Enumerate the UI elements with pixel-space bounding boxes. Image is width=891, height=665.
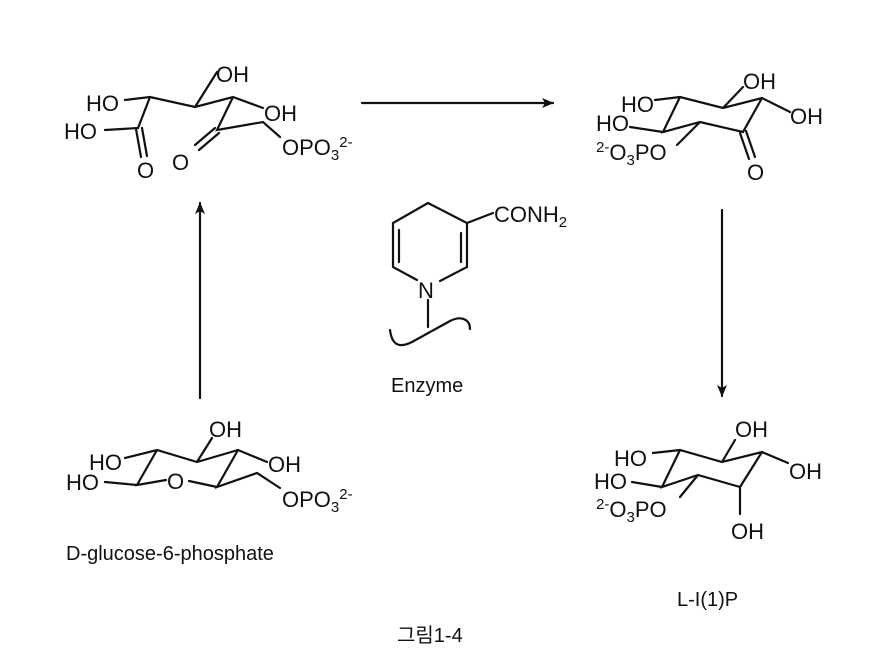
hydroxyl-label: HO	[64, 119, 97, 144]
hydroxyl-label: HO	[594, 469, 627, 494]
figure-caption: 그림1-4	[397, 624, 463, 647]
ring-oxygen-label: O	[167, 469, 184, 494]
keto-acid-structure: OH HO HO OH O O OPO32-	[64, 62, 353, 183]
oxygen-label: O	[137, 158, 154, 183]
hydroxyl-label: OH	[735, 417, 768, 442]
hydroxyl-label: OH	[264, 101, 297, 126]
compound-name: D-glucose-6-phosphate	[66, 543, 274, 565]
hydroxyl-label: OH	[731, 519, 764, 544]
hydroxyl-label: OH	[268, 452, 301, 477]
hydroxyl-label: OH	[790, 104, 823, 129]
inosose-structure: OH HO HO OH O 2-O3PO	[596, 69, 823, 185]
phosphate-label: 2-O3PO	[596, 139, 667, 169]
cofactor-structure: N CONH2 Enzyme	[388, 201, 567, 397]
hydroxyl-label: OH	[743, 69, 776, 94]
hydroxyl-label: HO	[596, 111, 629, 136]
glucose-6-phosphate-structure: OH HO HO O OH OPO32- D-glucose-6-phospha…	[66, 417, 353, 565]
phosphate-label: 2-O3PO	[596, 496, 667, 526]
nitrogen-label: N	[418, 278, 434, 303]
enzyme-label: Enzyme	[391, 375, 463, 397]
hydroxyl-label: HO	[614, 446, 647, 471]
compound-name: L-I(1)P	[677, 589, 738, 611]
oxygen-label: O	[172, 150, 189, 175]
hydroxyl-label: HO	[89, 450, 122, 475]
amide-label: CONH2	[494, 202, 567, 231]
phosphate-label: OPO32-	[282, 134, 353, 164]
oxygen-label: O	[747, 160, 764, 185]
hydroxyl-label: OH	[789, 459, 822, 484]
enzyme-attachment-wavy-bond	[388, 317, 472, 347]
inositol-phosphate-structure: OH HO HO OH OH 2-O3PO L-I(1)P	[594, 417, 822, 611]
hydroxyl-label: HO	[621, 92, 654, 117]
phosphate-label: OPO32-	[282, 486, 353, 516]
hydroxyl-label: OH	[216, 62, 249, 87]
hydroxyl-label: OH	[209, 417, 242, 442]
hydroxyl-label: HO	[86, 91, 119, 116]
hydroxyl-label: HO	[66, 470, 99, 495]
